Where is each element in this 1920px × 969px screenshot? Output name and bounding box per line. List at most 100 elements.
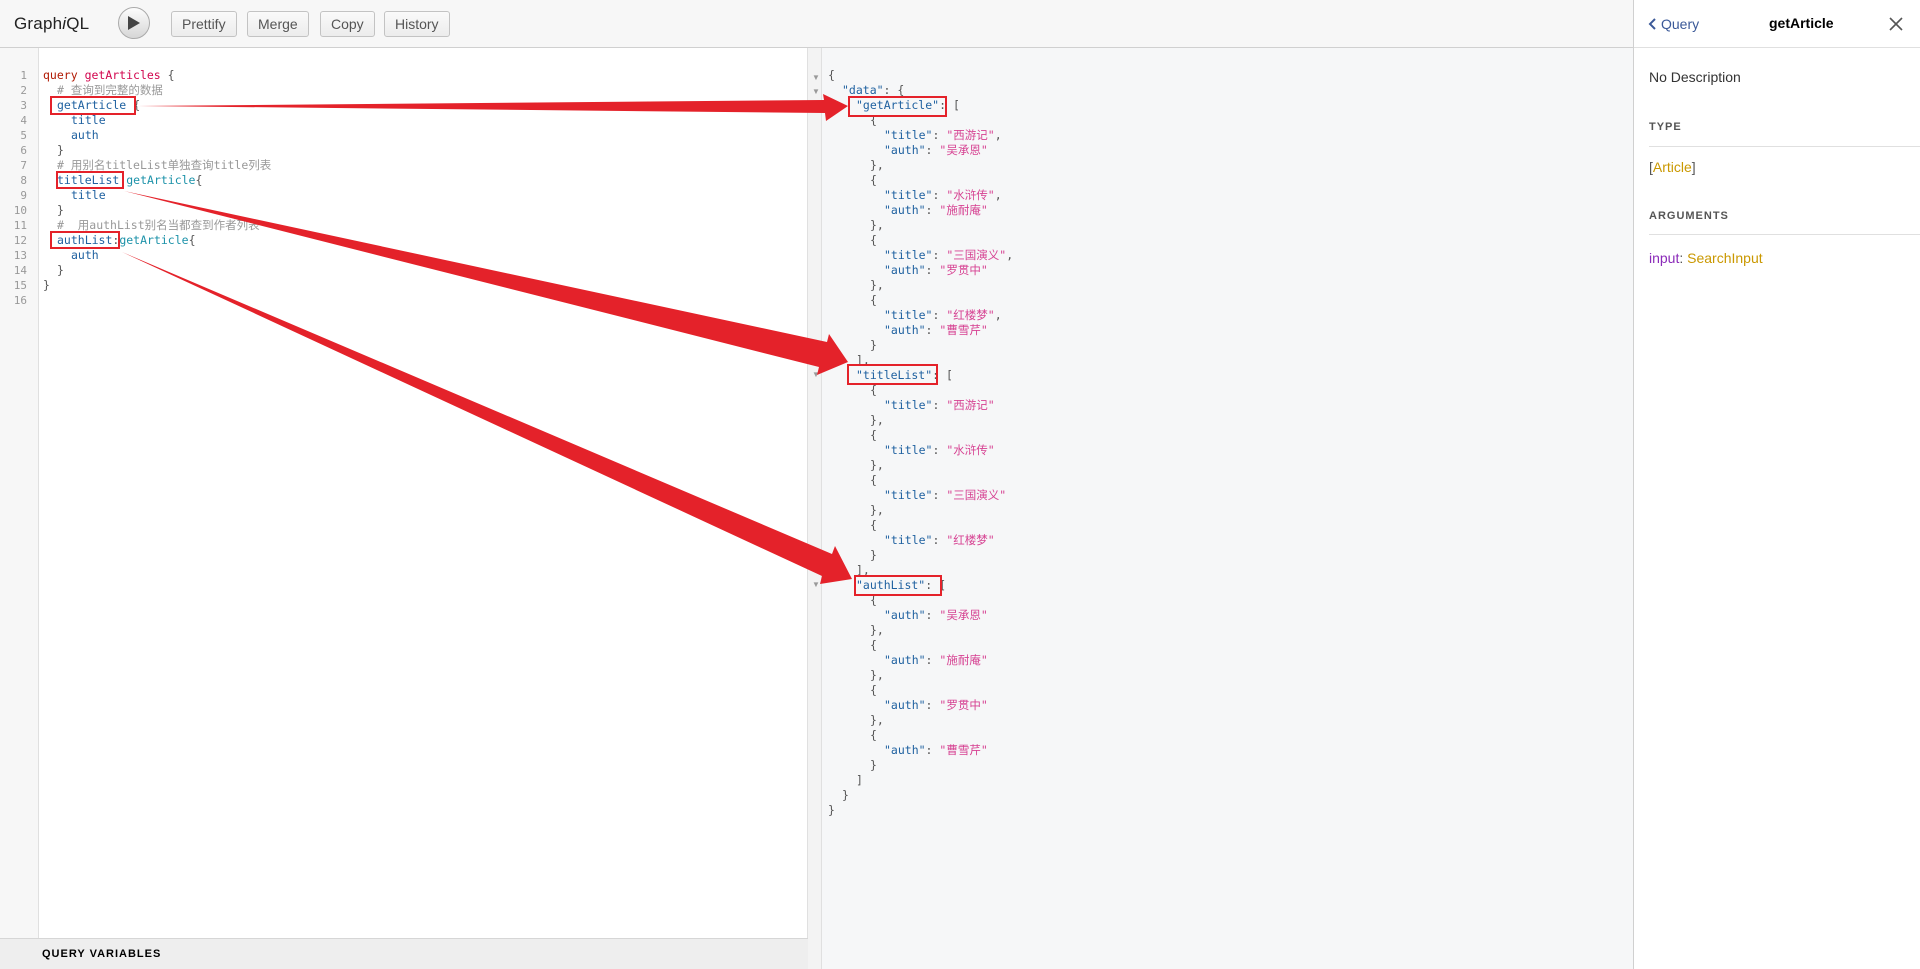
json-line: "auth": "吴承恩" xyxy=(884,608,988,622)
json-line: "auth": "施耐庵" xyxy=(884,653,988,667)
json-brace: } xyxy=(828,803,835,817)
line-number: 11 xyxy=(13,219,27,232)
json-brace: { xyxy=(870,638,877,652)
json-brace: { xyxy=(870,428,877,442)
json-brace: { xyxy=(870,173,877,187)
json-line: "title": "三国演义", xyxy=(884,248,1014,262)
json-brace: ], xyxy=(856,353,870,367)
json-line: "auth": "罗贯中" xyxy=(884,698,988,712)
docs-back-button[interactable]: Query xyxy=(1648,16,1699,32)
copy-button[interactable]: Copy xyxy=(320,11,375,37)
line-number: 4 xyxy=(20,114,27,127)
annotation-box xyxy=(56,171,124,189)
json-brace: }, xyxy=(870,623,884,637)
code-line: } xyxy=(57,203,64,217)
docs-explorer: Query getArticle No Description TYPE [Ar… xyxy=(1633,0,1920,969)
prettify-button[interactable]: Prettify xyxy=(171,11,237,37)
annotation-box xyxy=(854,575,942,596)
fold-arrow-icon[interactable]: ▼ xyxy=(812,580,820,589)
code-comment: # 查询到完整的数据 xyxy=(57,83,163,97)
code-line: getArticle { xyxy=(57,98,141,112)
line-number: 16 xyxy=(13,294,27,307)
json-line: "auth": "曹雪芹" xyxy=(884,743,988,757)
play-icon xyxy=(128,16,140,30)
json-line: "title": "西游记", xyxy=(884,128,1002,142)
json-brace: ], xyxy=(856,563,870,577)
line-number: 3 xyxy=(20,99,27,112)
query-variables-bar[interactable]: QUERY VARIABLES xyxy=(0,938,808,969)
json-brace: { xyxy=(870,293,877,307)
json-brace: }, xyxy=(870,458,884,472)
json-brace: }, xyxy=(870,218,884,232)
code-field: auth xyxy=(71,128,99,142)
fold-arrow-icon[interactable]: ▼ xyxy=(812,370,820,379)
divider xyxy=(1649,234,1920,235)
chevron-left-icon xyxy=(1648,18,1656,30)
annotation-box xyxy=(50,231,120,249)
code-line: query getArticles { xyxy=(43,68,175,82)
json-line: "title": "红楼梦" xyxy=(884,533,995,547)
line-number: 7 xyxy=(20,159,27,172)
annotation-box xyxy=(848,96,947,117)
json-brace: }, xyxy=(870,503,884,517)
history-button[interactable]: History xyxy=(384,11,450,37)
line-number-gutter: 1 2 3 4 5 6 7 8 9 10 11 12 13 14 15 16 xyxy=(0,48,39,938)
graphiql-logo: GraphiQL xyxy=(14,14,90,33)
line-number: 12 xyxy=(13,234,27,247)
json-key-getarticle: "getArticle" xyxy=(856,98,940,112)
merge-button[interactable]: Merge xyxy=(247,11,309,37)
json-brace: { xyxy=(870,113,877,127)
code-line: } xyxy=(57,263,64,277)
json-brace: } xyxy=(870,548,877,562)
json-key-data: "data" xyxy=(842,83,884,97)
line-number: 5 xyxy=(20,129,27,142)
divider xyxy=(1649,146,1920,147)
code-line: } xyxy=(57,143,64,157)
fold-arrow-icon[interactable]: ▼ xyxy=(812,73,820,82)
json-brace: } xyxy=(842,788,849,802)
json-brace: { xyxy=(828,68,835,82)
annotation-box xyxy=(50,96,136,115)
json-brace: }, xyxy=(870,713,884,727)
json-line: "auth": "曹雪芹" xyxy=(884,323,988,337)
line-number: 1 xyxy=(20,69,27,82)
json-brace: } xyxy=(870,758,877,772)
json-line: "titleList": [ xyxy=(856,368,953,382)
json-brace: ] xyxy=(856,773,863,787)
argument-item: input: SearchInput xyxy=(1649,250,1763,266)
json-brace: }, xyxy=(870,668,884,682)
code-field: title xyxy=(71,188,106,202)
json-line: "data": { xyxy=(842,83,905,97)
code-field: auth xyxy=(71,248,99,262)
json-brace: { xyxy=(870,683,877,697)
json-line: "auth": "罗贯中" xyxy=(884,263,988,277)
json-line: "title": "水浒传" xyxy=(884,443,995,457)
line-number: 9 xyxy=(20,189,27,202)
json-key-authlist: "authList" xyxy=(856,578,926,592)
json-brace: { xyxy=(870,518,877,532)
json-brace: { xyxy=(870,728,877,742)
searchinput-type-link[interactable]: SearchInput xyxy=(1687,250,1763,266)
json-line: "auth": "吴承恩" xyxy=(884,143,988,157)
docs-header: Query getArticle xyxy=(1634,0,1920,48)
line-number: 15 xyxy=(13,279,27,292)
line-number: 14 xyxy=(13,264,27,277)
line-number: 2 xyxy=(20,84,27,97)
article-type-link[interactable]: Article xyxy=(1652,159,1692,175)
json-brace: } xyxy=(870,338,877,352)
execute-query-button[interactable] xyxy=(118,7,150,39)
line-number: 6 xyxy=(20,144,27,157)
close-icon[interactable] xyxy=(1888,16,1904,32)
type-section-title: TYPE xyxy=(1649,121,1682,133)
json-brace: { xyxy=(870,383,877,397)
line-number: 10 xyxy=(13,204,27,217)
json-key-titlelist: "titleList" xyxy=(856,368,933,382)
arguments-section-title: ARGUMENTS xyxy=(1649,210,1729,222)
json-line: "authList": [ xyxy=(856,578,947,592)
line-number: 8 xyxy=(20,174,27,187)
json-line: "title": "西游记" xyxy=(884,398,995,412)
fold-arrow-icon[interactable]: ▼ xyxy=(812,87,820,96)
code-line: } xyxy=(43,278,50,292)
editor-divider[interactable] xyxy=(808,48,822,969)
json-brace: }, xyxy=(870,278,884,292)
